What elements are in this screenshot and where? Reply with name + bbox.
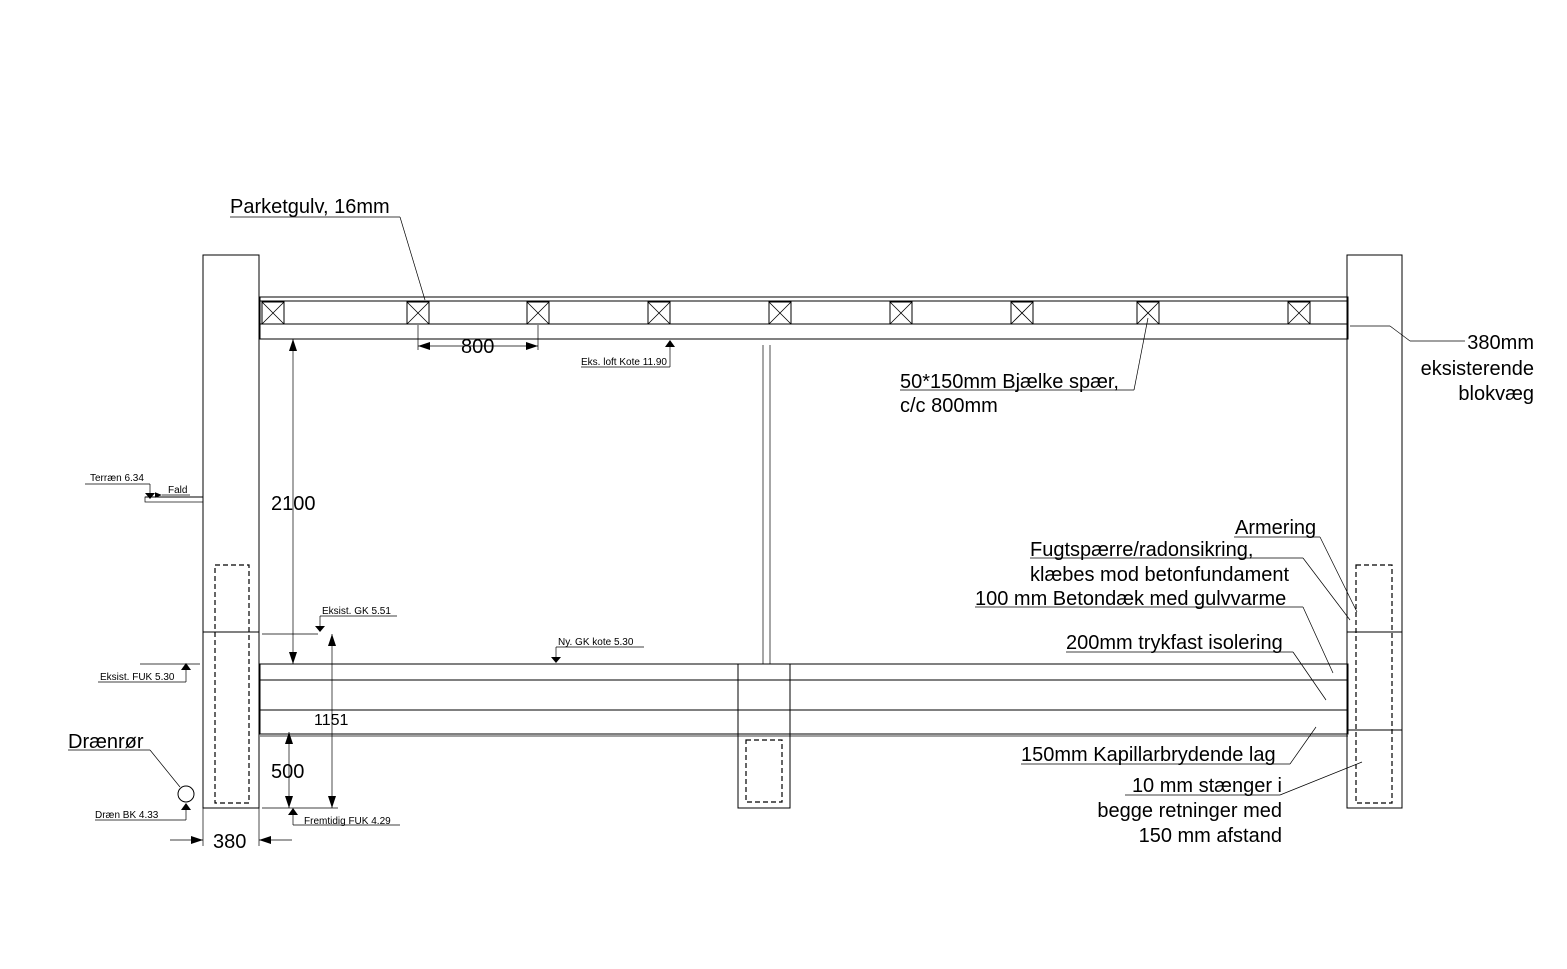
fremtidig-fuk-label: Fremtidig FUK 4.29	[304, 816, 391, 827]
kapillar-label: 150mm Kapillarbrydende lag	[1021, 744, 1276, 766]
beam-label-1: 50*150mm Bjælke spær,	[900, 371, 1119, 393]
joist-1	[261, 301, 285, 325]
joist-4	[647, 301, 671, 325]
joist-6	[889, 301, 913, 325]
fugt-label-2: klæbes mod betonfundament	[1030, 564, 1289, 586]
armering-label: Armering	[1235, 517, 1316, 539]
beam-label-2: c/c 800mm	[900, 395, 998, 417]
joist-9	[1287, 301, 1311, 325]
eksist-gk-label: Eksist. GK 5.51	[322, 606, 391, 617]
right-wall	[1346, 254, 1403, 809]
joists	[261, 301, 1311, 325]
staenger-label-3: 150 mm afstand	[1139, 825, 1282, 847]
dimension-lines	[170, 325, 539, 846]
terrain-symbol	[85, 483, 204, 503]
eksist-fuk-label: Eksist. FUK 5.30	[100, 672, 175, 683]
joist-3	[526, 301, 550, 325]
floor-slab	[259, 663, 1349, 737]
left-wall	[202, 254, 260, 809]
joist-2	[406, 301, 430, 325]
isolering-label: 200mm trykfast isolering	[1066, 632, 1283, 654]
wall-label-3: blokvæg	[1458, 383, 1534, 405]
terraen-label: Terræn 6.34	[90, 473, 144, 484]
joist-8	[1136, 301, 1160, 325]
joist-7	[1010, 301, 1034, 325]
level-marks	[98, 340, 675, 826]
staenger-label-2: begge retninger med	[1097, 800, 1282, 822]
wall-label-2: eksisterende	[1421, 358, 1534, 380]
draen-bk-label: Dræn BK 4.33	[95, 810, 159, 821]
center-footing	[737, 663, 791, 809]
center-post	[762, 345, 771, 664]
dim-500: 500	[271, 761, 304, 783]
joist-5	[768, 301, 792, 325]
wall-label-1: 380mm	[1467, 332, 1534, 354]
parket-label: Parketgulv, 16mm	[230, 196, 390, 218]
dim-1151: 1151	[314, 712, 349, 729]
dim-2100: 2100	[271, 493, 316, 515]
staenger-label-1: 10 mm stænger i	[1132, 775, 1282, 797]
leader-lines	[230, 216, 1465, 796]
ny-gk-label: Ny. GK kote 5.30	[558, 637, 634, 648]
drain-pipe	[68, 749, 195, 821]
draenroer-label: Drænrør	[68, 731, 144, 753]
upper-deck	[259, 296, 1349, 340]
loft-label: Eks. loft Kote 11.90	[581, 357, 667, 368]
betondaek-label: 100 mm Betondæk med gulvvarme	[975, 588, 1286, 610]
dim-380: 380	[213, 831, 246, 853]
fugt-label-1: Fugtspærre/radonsikring,	[1030, 539, 1253, 561]
dim-800: 800	[461, 336, 494, 358]
fald-label: Fald	[168, 485, 187, 496]
